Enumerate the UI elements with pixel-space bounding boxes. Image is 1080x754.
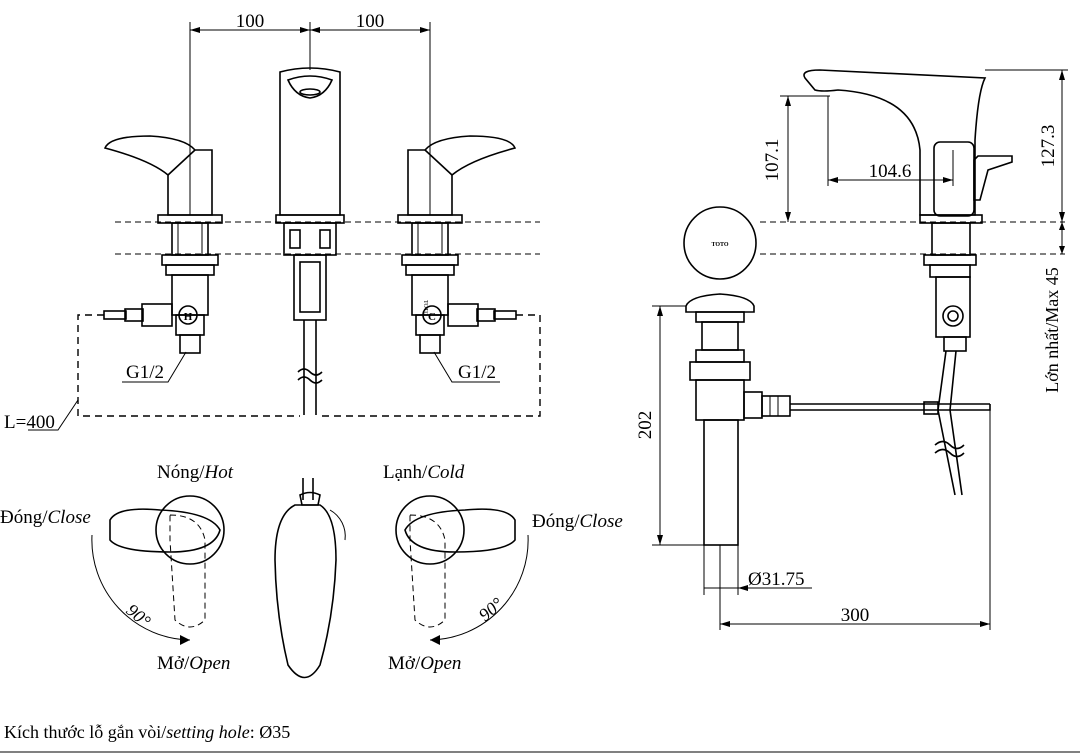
rod-length-dimension: 300: [719, 410, 991, 630]
angle-left-label: 90°: [122, 600, 154, 632]
spout-top-view: [274, 478, 346, 679]
thread-left-label: G1/2: [126, 362, 164, 383]
hot-valve-front: H: [103, 135, 223, 354]
handle-top-views: 90° Nóng/Hot Đóng/Close Mở/Open 90° Lạnh…: [0, 462, 623, 679]
side-view: 107.1 104.6 127.3 Lớn nhất/Max 45: [635, 69, 1068, 630]
open-left-vi: Mở/: [157, 653, 190, 674]
drain-length-label: 202: [635, 411, 656, 440]
hose-left-outline: [77, 314, 300, 417]
close-right-label: Đóng/Close: [532, 511, 623, 532]
close-right-vi: Đóng/: [532, 511, 580, 532]
cold-label-en: Cold: [427, 462, 464, 483]
open-right-vi: Mở/: [388, 653, 421, 674]
thread-right-label: G1/2: [458, 362, 496, 383]
cold-label: Lạnh/Cold: [383, 462, 465, 483]
hot-label: Nóng/Hot: [157, 462, 234, 483]
cold-label-vi: Lạnh/: [383, 462, 428, 483]
hose-right-outline: [320, 314, 541, 417]
rod-length-label: 300: [841, 605, 870, 626]
open-left-en: Open: [189, 653, 230, 674]
spout-reach-dimension: 104.6: [827, 96, 954, 186]
hot-label-en: Hot: [204, 462, 234, 483]
angle-right-label: 90°: [475, 594, 507, 626]
pop-up-drain: [685, 293, 991, 546]
close-left-label: Đóng/Close: [0, 507, 91, 528]
close-left-en: Close: [48, 507, 91, 528]
max-thickness-dimension: Lớn nhất/Max 45: [1042, 222, 1065, 393]
total-height-label: 127.3: [1038, 125, 1059, 168]
drain-length-dimension: 202: [635, 305, 704, 546]
hot-label-vi: Nóng/: [157, 462, 205, 483]
open-left-label: Mở/Open: [157, 653, 230, 674]
cap-brand-mark: TOTO: [711, 242, 728, 248]
spout-height-dimension: 107.1: [762, 95, 830, 222]
footer-suffix: : Ø35: [249, 722, 291, 742]
spout-front: [275, 67, 345, 415]
close-right-en: Close: [580, 511, 623, 532]
footer-italic: setting hole: [166, 722, 250, 742]
drain-diameter-label: Ø31.75: [748, 569, 804, 590]
thread-left-leader: [122, 351, 187, 383]
max-thickness-label: Lớn nhất/Max 45: [1042, 267, 1062, 393]
cold-valve-front: C TOTO: [397, 135, 517, 354]
valve-brand-mark: TOTO: [422, 300, 428, 316]
spout-reach-label: 104.6: [869, 161, 912, 182]
open-right-label: Mở/Open: [388, 653, 461, 674]
top-spacing-dimension: 100 100: [189, 11, 431, 215]
cold-marker: C: [428, 311, 436, 323]
spacing-right-label: 100: [356, 11, 385, 32]
hose-length-label: L=400: [4, 412, 55, 433]
hose-leader: [28, 399, 79, 431]
open-right-en: Open: [420, 653, 461, 674]
spacing-left-label: 100: [236, 11, 265, 32]
hot-marker: H: [184, 311, 193, 323]
footer-prefix: Kích thước lỗ gắn vòi/: [4, 722, 167, 742]
setting-hole-note: Kích thước lỗ gắn vòi/setting hole: Ø35: [4, 722, 290, 743]
drain-cap-top-view: TOTO: [683, 206, 757, 280]
spout-height-label: 107.1: [762, 139, 783, 182]
total-height-dimension: 127.3: [985, 69, 1068, 222]
drain-diameter-dimension: Ø31.75: [703, 545, 812, 595]
front-view: 100 100 H: [4, 11, 541, 433]
cold-handle-top-view: 90° Lạnh/Cold Đóng/Close Mở/Open: [383, 462, 623, 674]
spout-side-profile: [803, 69, 987, 216]
close-left-vi: Đóng/: [0, 507, 48, 528]
hot-handle-top-view: 90° Nóng/Hot Đóng/Close Mở/Open: [0, 462, 234, 674]
thread-right-leader: [433, 351, 500, 383]
